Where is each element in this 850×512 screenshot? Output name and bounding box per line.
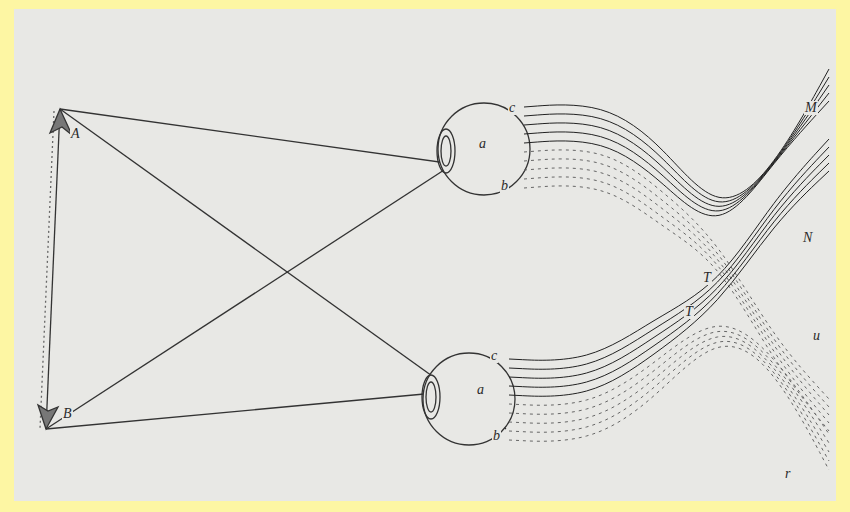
part-letter: c — [508, 101, 516, 115]
eye — [423, 353, 515, 445]
nerve-fibre — [509, 326, 829, 434]
nerve-fibre — [509, 341, 829, 461]
part-letter: M — [804, 101, 818, 115]
part-letter: T — [702, 271, 712, 285]
part-letter: N — [802, 231, 813, 245]
part-letter: r — [784, 467, 791, 481]
part-letter: u — [812, 329, 821, 343]
nerve-fibre — [509, 163, 829, 387]
part-letter: a — [476, 383, 485, 397]
nerve-fibre — [524, 177, 829, 423]
part-letter: b — [492, 429, 501, 443]
object-line — [46, 109, 60, 429]
part-letter: a — [478, 137, 487, 151]
nerve-fibre — [509, 346, 829, 470]
part-letter: c — [490, 349, 498, 363]
nerve-fibre — [509, 147, 829, 369]
plate: A Bc b a c b a M N T Tu r — [14, 9, 836, 501]
nerve-fibre — [524, 69, 829, 198]
nerve-fibre — [524, 159, 829, 407]
part-letter: T — [684, 305, 694, 319]
arrow-head — [50, 109, 72, 135]
nerve-fibre — [509, 155, 829, 378]
nerve-fibre — [509, 336, 829, 452]
nerve-fibre — [524, 150, 829, 399]
object-dotted — [40, 111, 54, 429]
nerve-fibre — [509, 171, 829, 396]
binocular-illustration — [14, 9, 836, 501]
lens — [426, 382, 436, 412]
nerve-fibre — [524, 77, 829, 202]
part-letter: A — [70, 127, 81, 141]
part-letter: b — [500, 179, 509, 193]
part-letter: B — [62, 407, 73, 421]
ray — [60, 109, 504, 171]
lens — [441, 136, 451, 166]
lens — [422, 375, 440, 419]
eye — [438, 103, 530, 195]
lens — [437, 129, 455, 173]
arrow-tail — [38, 405, 58, 429]
